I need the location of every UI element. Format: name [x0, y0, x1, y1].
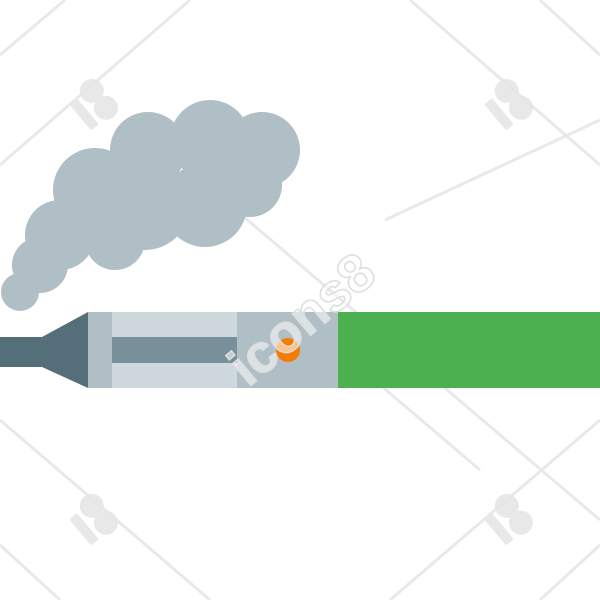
watermark-logos: [70, 78, 533, 545]
mouthpiece-cone: [42, 312, 88, 388]
battery: [338, 312, 600, 388]
led-indicator: [276, 338, 300, 362]
smoke-cloud: [1, 100, 300, 311]
tank-coil: [112, 337, 237, 363]
watermark-logo: [70, 493, 118, 545]
watermark-logo: [485, 78, 533, 130]
watermark-logo: [485, 493, 533, 545]
mouthpiece-tip: [0, 337, 45, 367]
watermark-logo: [70, 78, 118, 130]
